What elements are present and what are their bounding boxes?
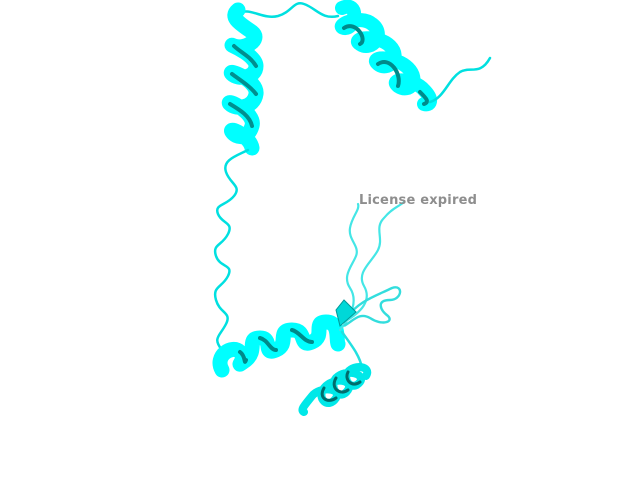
loop-beta-region	[338, 202, 360, 332]
helix-lower-horizontal	[212, 314, 346, 378]
helix-small-lower	[298, 363, 372, 416]
license-watermark: License expired	[359, 193, 478, 208]
helix-left-vertical	[221, 2, 264, 156]
loop-tail-right	[428, 56, 492, 104]
loop-left-wavy	[213, 148, 250, 352]
loop-to-small-helix	[340, 330, 364, 370]
helix-top-right	[334, 0, 437, 112]
beta-strand-arrow	[335, 299, 357, 327]
loop-top	[234, 1, 340, 19]
loop-beta-region-2	[342, 200, 406, 324]
beta-hairpin	[343, 286, 402, 328]
